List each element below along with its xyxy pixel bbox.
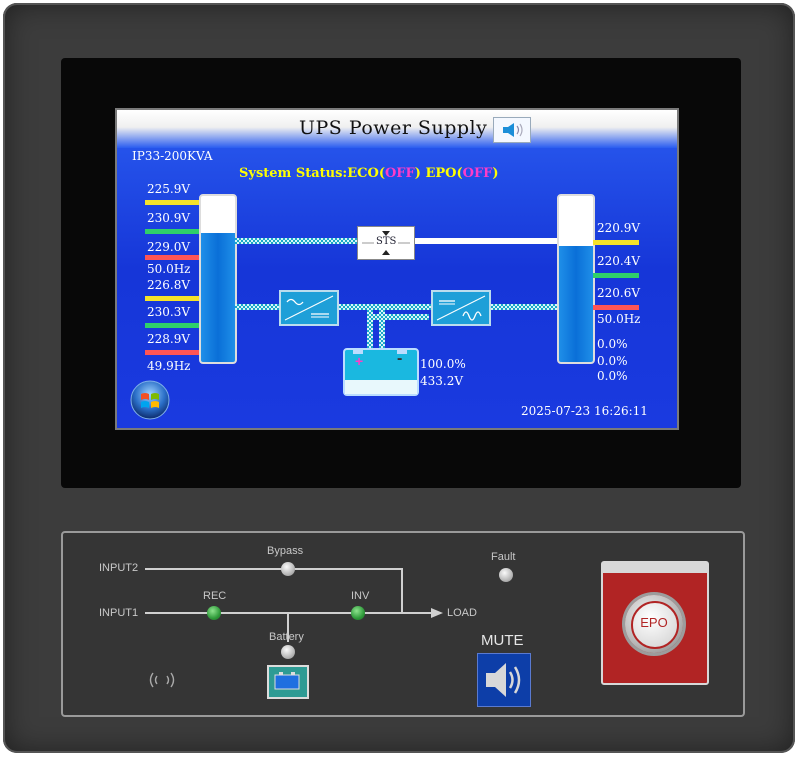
input-reading: 228.9V — [147, 332, 191, 346]
sound-wave-icon — [149, 672, 175, 688]
battery-wire — [287, 612, 289, 642]
phase-a-marker — [145, 296, 199, 301]
bypass-line-left — [235, 238, 357, 244]
output-level-bar — [557, 194, 595, 364]
inverter-block — [431, 290, 491, 326]
inv-label: INV — [351, 590, 370, 602]
fault-led — [499, 568, 513, 582]
start-button[interactable] — [130, 380, 170, 420]
battery-indicator — [267, 665, 309, 699]
input-reading: 50.0Hz — [147, 262, 191, 276]
power-flow-diagram — [235, 238, 557, 348]
sts-switch: STS — [357, 226, 415, 260]
battery-led — [281, 645, 295, 659]
output-reading: 220.6V — [597, 286, 641, 300]
epo-cover-hinge — [603, 563, 707, 573]
main-line-input — [235, 304, 279, 310]
load-label: LOAD — [447, 607, 477, 619]
datetime: 2025-07-23 16:26:11 — [521, 404, 648, 418]
input-reading: 230.9V — [147, 211, 191, 225]
speaker-button[interactable] — [493, 117, 531, 143]
status-label: System Status: — [239, 166, 348, 181]
input-reading: 226.8V — [147, 278, 191, 292]
epo-state: OFF — [462, 166, 493, 181]
model-label: IP33-200KVA — [132, 149, 213, 163]
bypass-led — [281, 562, 295, 576]
phase-b-marker — [593, 273, 639, 278]
output-reading: 0.0% — [597, 369, 628, 383]
epo-label: EPO — [425, 166, 457, 181]
speaker-icon — [503, 123, 523, 137]
input-reading: 225.9V — [147, 182, 191, 196]
sts-label: STS — [374, 236, 399, 247]
phase-b-marker — [145, 323, 199, 328]
epo-button[interactable]: EPO — [625, 595, 683, 653]
screen-title: UPS Power Supply — [299, 117, 488, 139]
bypass-line-right — [413, 238, 557, 244]
phase-c-marker — [145, 255, 199, 260]
input-reading: 230.3V — [147, 305, 191, 319]
bypass-wire — [145, 568, 403, 570]
mute-speaker-icon — [486, 663, 521, 697]
input2-label: INPUT2 — [99, 562, 139, 574]
output-reading: 220.4V — [597, 254, 641, 268]
input-reading: 229.0V — [147, 240, 191, 254]
input-level-bar — [199, 194, 237, 364]
output-reading: 0.0% — [597, 337, 628, 351]
load-arrow-icon — [431, 608, 443, 618]
rec-led — [207, 606, 221, 620]
epo-cover: EPO — [601, 561, 709, 685]
rectifier-block — [279, 290, 339, 326]
windows-start-icon — [130, 380, 170, 420]
battery-icon — [274, 672, 300, 690]
main-line-middle — [337, 304, 431, 310]
battery-link-left — [367, 310, 373, 348]
output-reading: 220.9V — [597, 221, 641, 235]
eco-state: OFF — [384, 166, 415, 181]
ups-device-frame: UPS Power Supply IP33-200KVA System Stat… — [3, 3, 795, 753]
title-bar — [117, 110, 677, 148]
battery-link-bar — [373, 314, 429, 320]
input-level-fill — [201, 232, 235, 362]
input-reading: 49.9Hz — [147, 359, 191, 373]
control-panel: INPUT2 INPUT1 Bypass REC INV LOAD Batter… — [61, 531, 745, 717]
battery-graphic: + - — [343, 348, 419, 396]
phase-c-marker — [145, 350, 199, 355]
battery-link-right — [379, 310, 385, 348]
epo-button-face — [631, 601, 679, 649]
bypass-label: Bypass — [267, 545, 304, 557]
battery-icon — [345, 350, 417, 394]
phase-a-marker — [145, 200, 199, 205]
battery-voltage: 433.2V — [420, 374, 464, 388]
output-reading: 0.0% — [597, 354, 628, 368]
battery-plus: + — [355, 353, 364, 369]
phase-b-marker — [145, 229, 199, 234]
output-level-fill — [559, 245, 593, 362]
fault-label: Fault — [491, 551, 516, 563]
eco-label: ECO — [347, 166, 379, 181]
phase-c-marker — [593, 305, 639, 310]
main-wire — [145, 612, 435, 614]
battery-percent: 100.0% — [420, 357, 466, 371]
battery-label: Battery — [269, 631, 304, 643]
rec-label: REC — [203, 590, 227, 602]
lcd-screen: UPS Power Supply IP33-200KVA System Stat… — [115, 108, 679, 430]
bypass-drop-wire — [401, 568, 403, 612]
battery-minus: - — [397, 350, 403, 367]
system-status: System Status:ECO(OFF) EPO(OFF) — [239, 166, 499, 181]
input1-label: INPUT1 — [99, 607, 139, 619]
mute-button[interactable] — [477, 653, 531, 707]
epo-button-label: EPO — [640, 615, 668, 630]
phase-a-marker — [593, 240, 639, 245]
main-line-output — [487, 304, 557, 310]
inv-led — [351, 606, 365, 620]
output-reading: 50.0Hz — [597, 312, 641, 326]
mute-label: MUTE — [481, 632, 524, 649]
